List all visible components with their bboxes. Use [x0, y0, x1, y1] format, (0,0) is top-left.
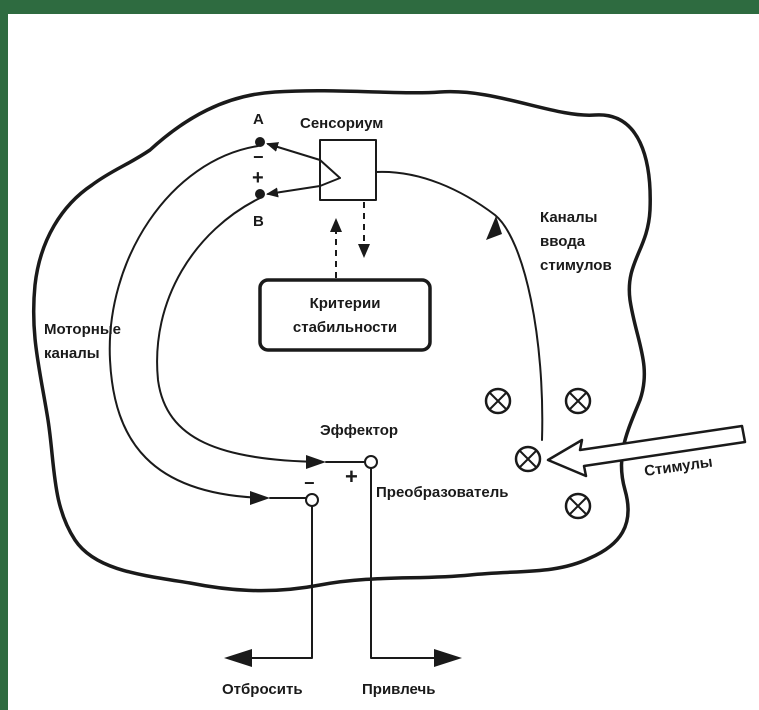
- organism-boundary: [31, 88, 652, 593]
- motor-channel-b-arrowhead: [306, 455, 326, 469]
- sign-minus-top: −: [253, 147, 264, 167]
- point-b-label: B: [253, 213, 264, 230]
- point-b-dot: [255, 189, 265, 199]
- sign-plus-top: +: [252, 167, 264, 189]
- sensorium-comparator-bottom: [319, 177, 341, 187]
- motor-channel-a: [108, 145, 266, 499]
- effector-label: Эффектор: [320, 422, 398, 439]
- attract-arrowhead: [434, 649, 462, 667]
- input-channels-label-line2: ввода: [540, 233, 586, 250]
- stimuli-label: Стимулы: [643, 454, 713, 480]
- dashed-up-arrowhead: [330, 218, 342, 232]
- reject-label: Отбросить: [222, 681, 303, 698]
- criteria-box: [258, 278, 432, 352]
- receptor-icon: [514, 445, 542, 473]
- sign-minus-effector: −: [304, 473, 315, 493]
- sign-plus-effector: +: [345, 464, 358, 489]
- sensorium-box: [319, 139, 377, 201]
- organism-diagram: Сенсориум A B − + Критерии стабильности …: [31, 88, 747, 698]
- input-channel-arrowhead: [486, 216, 502, 240]
- input-channels-label-line3: стимулов: [540, 257, 612, 274]
- transducer-label: Преобразователь: [376, 484, 508, 501]
- motor-channels-label-line2: каналы: [44, 345, 100, 362]
- receptor-icon: [564, 492, 592, 520]
- point-a-label: A: [253, 111, 264, 128]
- motor-channel-b: [156, 197, 321, 463]
- effector-plus-terminal: [364, 455, 378, 469]
- reject-arrowhead: [224, 649, 252, 667]
- motor-channels-label-line1: Моторные: [44, 321, 121, 338]
- dashed-down-arrowhead: [358, 244, 370, 258]
- stimulus-arrow-icon: [546, 424, 747, 478]
- attract-output-line: [370, 467, 436, 659]
- effector-minus-terminal: [305, 493, 319, 507]
- criteria-label-line2: стабильности: [293, 319, 397, 336]
- diagram-canvas: Сенсориум A B − + Критерии стабильности …: [8, 14, 759, 710]
- input-channels-label-line1: Каналы: [540, 209, 597, 226]
- receptor-icon: [564, 387, 592, 415]
- sensorium-comparator-left: [319, 159, 341, 179]
- reject-output-line: [249, 505, 313, 659]
- attract-label: Привлечь: [362, 681, 435, 698]
- arrow-to-b: [266, 185, 321, 198]
- motor-channel-a-arrowhead: [250, 491, 270, 505]
- input-channel-line: [375, 170, 544, 441]
- receptor-icon: [484, 387, 512, 415]
- sensorium-label: Сенсориум: [300, 115, 383, 132]
- arrow-to-a: [266, 142, 321, 161]
- criteria-label-line1: Критерии: [310, 295, 381, 312]
- point-a-dot: [255, 137, 265, 147]
